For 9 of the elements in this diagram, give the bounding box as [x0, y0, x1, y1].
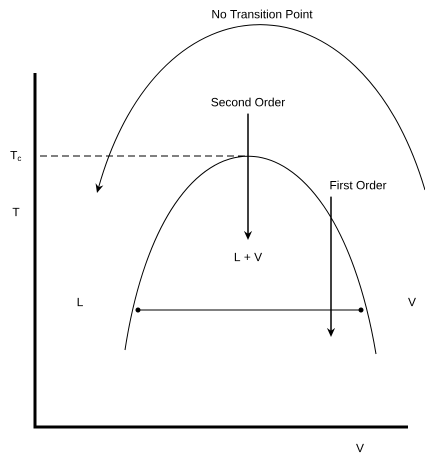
region-label: L + V: [234, 252, 262, 262]
region-label: V: [408, 298, 416, 306]
region-label: L: [78, 298, 83, 306]
arrow-label: Second Order: [211, 98, 285, 106]
axis-label: V: [356, 444, 364, 452]
axis-label: T$_{c}$: [10, 150, 22, 162]
curve-label: No Transition Point: [212, 10, 312, 18]
arrow-label: First Order: [330, 180, 386, 190]
axis-label: T: [12, 208, 20, 216]
